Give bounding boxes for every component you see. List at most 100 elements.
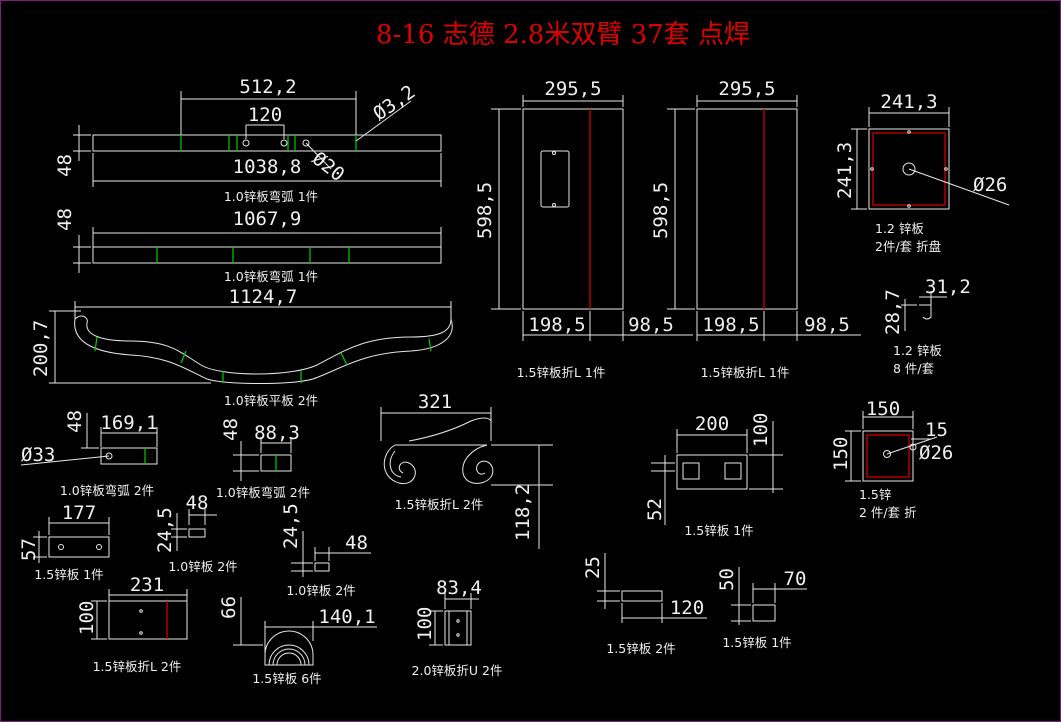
dim-100-b: 100: [76, 601, 98, 635]
dim-598-5: 598,5: [474, 182, 496, 239]
dim-295-5-b: 295,5: [718, 78, 775, 100]
part-5-outline: [696, 108, 798, 310]
part-2: 1067,9 48 1.0锌板弯弧 1件: [54, 208, 442, 284]
part-2-label: 1.0锌板弯弧 1件: [224, 269, 318, 284]
part-18-label: 2.0锌板折U 2件: [412, 663, 503, 678]
dim-52: 52: [644, 498, 666, 521]
part-3-label: 1.0锌板平板 2件: [224, 393, 318, 408]
dim-512-2: 512,2: [239, 76, 296, 98]
part-13: 177 57 1.5锌板 1件: [18, 502, 110, 582]
dim-120: 120: [248, 104, 282, 126]
dim-231: 231: [130, 574, 164, 596]
dim-48-b: 48: [54, 208, 76, 231]
dim-98-5: 98,5: [628, 314, 674, 336]
part-4: 295,5 598,5 198,5 98,5 1.5锌板折L 1件: [474, 78, 693, 380]
dim-200: 200: [695, 413, 729, 435]
part-14: 48 24,5 1.0锌板 2件: [154, 492, 238, 574]
part-17-outline: [264, 630, 314, 666]
dim-98-5-b: 98,5: [804, 314, 850, 336]
dim-100-c: 100: [414, 607, 436, 641]
part-8-outline: [100, 447, 158, 465]
dim-d26-b: Ø26: [919, 442, 953, 464]
dim-598-5-b: 598,5: [650, 182, 672, 239]
part-9: 88,3 48 1.0锌板弯弧 2件: [216, 418, 310, 500]
dim-70: 70: [784, 568, 807, 590]
dim-321: 321: [418, 391, 452, 413]
part-19-outline: [621, 590, 663, 602]
part-12-label: 1.5锌: [859, 487, 891, 502]
part-8: Ø33 169,1 48 1.0锌板弯弧 2件: [20, 410, 158, 498]
dim-177: 177: [62, 502, 96, 524]
part-13-label: 1.5锌板 1件: [34, 567, 103, 582]
part-11: 200 100 52 1.5锌板 1件: [644, 413, 783, 538]
dim-198-5: 198,5: [528, 314, 585, 336]
part-2-outline: [92, 246, 442, 264]
part-5: 295,5 598,5 198,5 98,5 1.5锌板折L 1件: [650, 78, 861, 380]
dim-120-b: 120: [670, 597, 704, 619]
dim-169-1: 169,1: [100, 412, 157, 434]
dim-48-c: 48: [64, 410, 86, 433]
dim-1124-7: 1124,7: [229, 286, 298, 308]
part-12: Ø26 15 150 150 1.5锌 2 件/套 折: [830, 398, 953, 520]
dim-24-5-b: 24,5: [280, 503, 302, 549]
dim-140-1: 140,1: [318, 606, 375, 628]
part-14-outline: [188, 528, 206, 538]
dim-1067-9: 1067,9: [233, 208, 302, 230]
part-18: 83,4 100 2.0锌板折U 2件: [412, 577, 503, 678]
dim-d33: Ø33: [21, 444, 55, 466]
dim-24-5: 24,5: [154, 507, 176, 553]
dim-198-5-b: 198,5: [702, 314, 759, 336]
dim-1038-8: 1038,8: [233, 156, 302, 178]
part-11-outline: [676, 454, 748, 490]
dim-150-b: 150: [830, 437, 852, 471]
part-15-outline: [314, 562, 330, 572]
dim-d3-2: Ø3,2: [369, 81, 419, 125]
dim-57: 57: [18, 538, 40, 561]
part-1-outline: [92, 134, 442, 152]
part-8-label: 1.0锌板弯弧 2件: [60, 483, 154, 498]
part-4-label: 1.5锌板折L 1件: [517, 365, 606, 380]
part-6-outline: [868, 128, 950, 210]
part-20-outline: [752, 604, 776, 622]
part-12-outline: [862, 430, 914, 482]
dim-118-2: 118,2: [512, 484, 534, 541]
dim-50: 50: [716, 568, 738, 591]
dim-25: 25: [582, 556, 604, 579]
part-10-label: 1.5锌板折L 2件: [395, 497, 484, 512]
dim-d20: Ø20: [308, 148, 349, 186]
part-7: 31,2 28,7 1.2 锌板 8 件/套: [882, 276, 971, 376]
part-6-qty: 2件/套 折盘: [875, 239, 941, 254]
part-15: 48 24,5 1.0锌板 2件: [280, 503, 371, 598]
dim-48-e: 48: [186, 492, 209, 514]
part-16-outline: [108, 600, 188, 640]
part-6: Ø26 241,3 241,3 1.2 锌板 2件/套 折盘: [834, 91, 1010, 254]
part-4-outline: [522, 108, 624, 310]
part-6-label: 1.2 锌板: [875, 221, 924, 236]
part-14-label: 1.0锌板 2件: [168, 559, 237, 574]
part-18-outline: [444, 610, 472, 646]
part-12-qty: 2 件/套 折: [859, 505, 917, 520]
part-15-label: 1.0锌板 2件: [286, 583, 355, 598]
dim-28-7: 28,7: [882, 289, 904, 335]
part-5-label: 1.5锌板折L 1件: [701, 365, 790, 380]
dim-88-3: 88,3: [254, 422, 300, 444]
part-20-label: 1.5锌板 1件: [722, 635, 791, 650]
part-10: 321 118,2 1.5锌板折L 2件: [380, 391, 553, 549]
part-7-label: 1.2 锌板: [893, 343, 942, 358]
dim-83-4: 83,4: [436, 577, 482, 599]
dim-d26: Ø26: [973, 174, 1007, 196]
dim-241-3: 241,3: [880, 91, 937, 113]
part-13-outline: [48, 536, 110, 558]
dim-200-7: 200,7: [30, 320, 52, 377]
dim-295-5: 295,5: [544, 78, 601, 100]
part-16-label: 1.5锌板折L 2件: [93, 659, 182, 674]
dim-241-3-b: 241,3: [834, 142, 856, 199]
part-20: 70 50 1.5锌板 1件: [716, 567, 807, 650]
part-11-label: 1.5锌板 1件: [684, 523, 753, 538]
part-3: 1124,7 200,7 1.0锌板平板 2件: [30, 286, 453, 408]
dim-48-f: 48: [345, 532, 368, 554]
dim-66: 66: [218, 596, 240, 619]
part-1-label: 1.0锌板弯弧 1件: [224, 189, 318, 204]
part-17-label: 1.5锌板 6件: [252, 671, 321, 686]
